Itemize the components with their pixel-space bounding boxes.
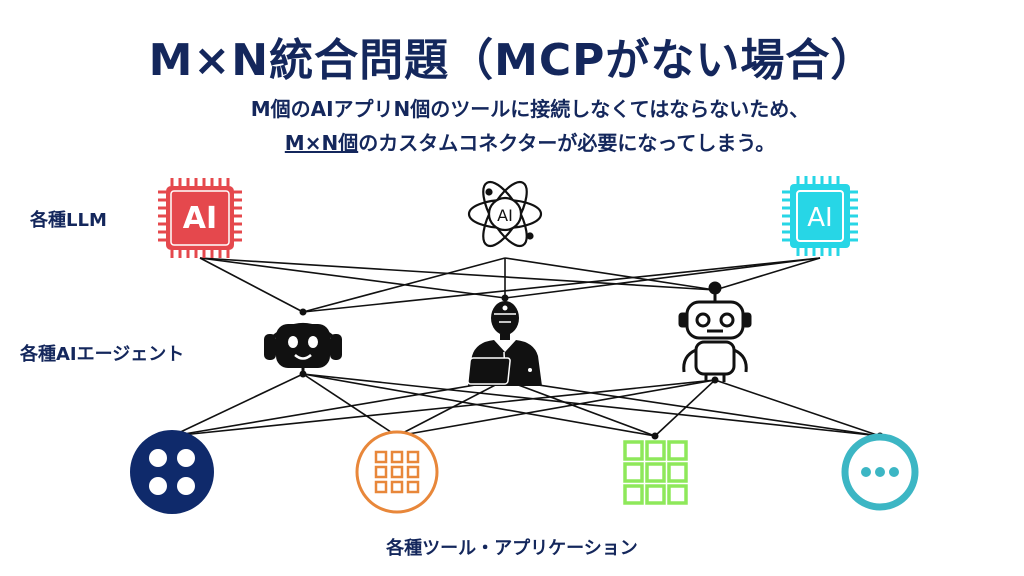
agent-tool-connectors — [171, 373, 881, 437]
green-grid-icon — [623, 440, 688, 505]
agent-label: 各種AIエージェント — [20, 344, 185, 365]
red-ai-chip-icon: AI — [158, 178, 242, 258]
subtitle-line1: M個のAIアプリN個のツールに接続しなくてはならないため、 — [250, 97, 810, 121]
subtitle: M個のAIアプリN個のツールに接続しなくてはならないため、 M×N個のカスタムコ… — [130, 92, 930, 160]
orange-grid-icon — [355, 430, 439, 514]
robot-businessman-icon — [467, 301, 542, 386]
page-title: M×N統合問題（MCPがない場合） — [148, 35, 876, 86]
llm-label: 各種LLM — [30, 210, 107, 231]
headset-robot-icon — [264, 323, 342, 374]
llm-agent-connectors — [199, 257, 821, 313]
cyan-ai-chip-icon: AI — [782, 176, 858, 256]
outline-robot-icon — [678, 281, 752, 382]
red-ai-chip-text: AI — [183, 201, 217, 236]
subtitle-line2-rest: のカスタムコネクターが必要になってしまう。 — [358, 131, 776, 155]
cyan-ai-chip-text: AI — [807, 203, 832, 233]
subtitle-line2: M×N個のカスタムコネクターが必要になってしまう。 — [130, 126, 930, 160]
atom-ai-icon: AI — [467, 180, 543, 248]
teal-more-icon — [841, 433, 919, 511]
subtitle-mxn: M×N個 — [284, 131, 359, 155]
navy-four-dots-icon — [130, 430, 214, 514]
atom-ai-text: AI — [497, 206, 513, 225]
tools-label: 各種ツール・アプリケーション — [386, 538, 638, 559]
